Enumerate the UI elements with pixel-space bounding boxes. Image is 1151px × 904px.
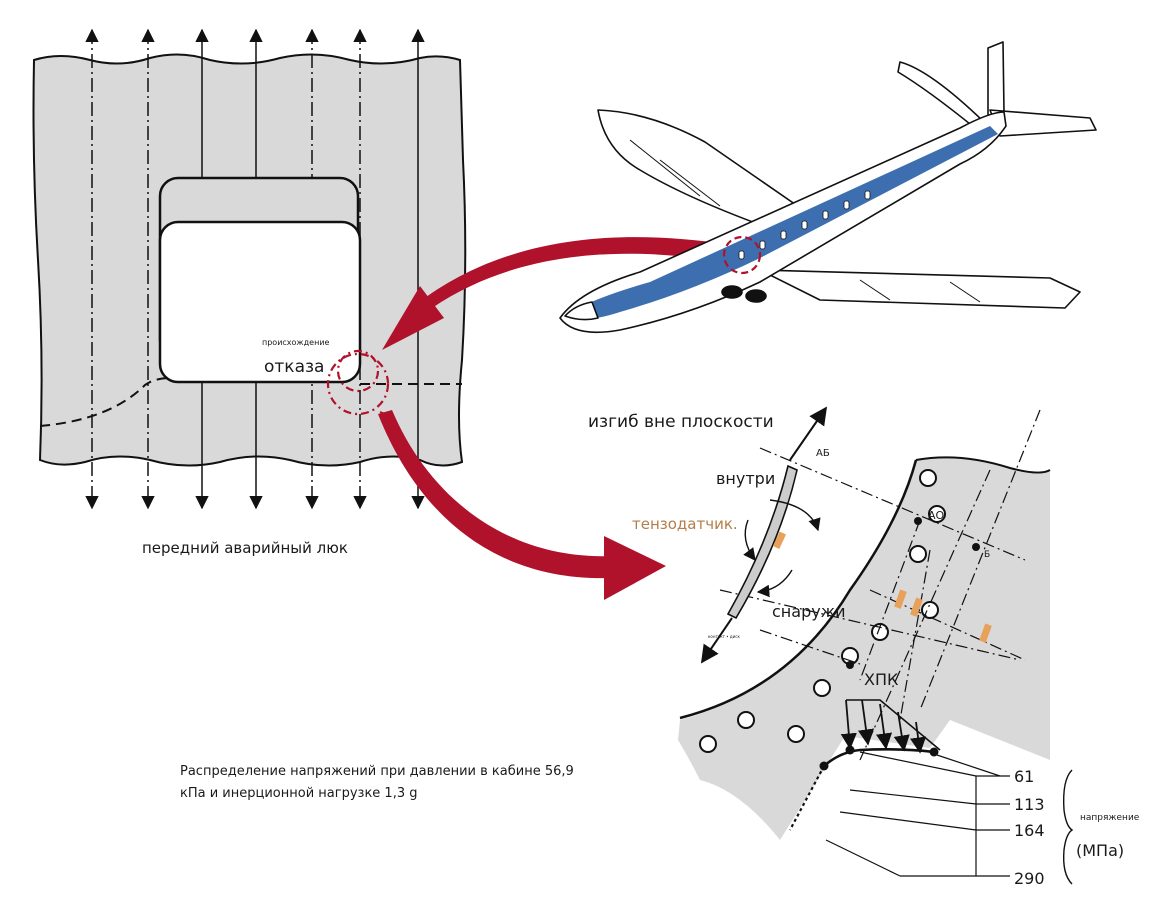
stress-value: 61 xyxy=(1014,767,1034,786)
strain-gauge-label: тензодатчик. xyxy=(632,515,738,533)
stress-arrow xyxy=(840,699,857,750)
outside-label: снаружи xyxy=(772,602,846,621)
inside-label: внутри xyxy=(716,469,775,488)
point-xpk-label: ХПК xyxy=(864,670,899,689)
stress-unit-label: (МПа) xyxy=(1076,841,1124,860)
stress-arrow xyxy=(893,711,910,752)
stress-arrow xyxy=(910,721,927,754)
origin-label: отказа xyxy=(264,357,324,377)
red-arrow-to-detail xyxy=(378,410,666,600)
reference-points xyxy=(846,517,980,669)
bending-arrow-down xyxy=(700,617,733,664)
strain-gauge xyxy=(772,531,787,549)
red-arrow-to-panel xyxy=(382,237,726,350)
left-wing xyxy=(597,109,816,233)
fuselage-windows xyxy=(738,190,871,260)
stress-value: 164 xyxy=(1014,821,1045,840)
caption-line-2: кПа и инерционной нагрузке 1,3 g xyxy=(180,786,418,801)
point-ab-label: АБ xyxy=(816,448,830,459)
stress-value: 290 xyxy=(1014,869,1045,888)
skin-section xyxy=(700,406,828,664)
stress-arrow xyxy=(876,703,893,750)
origin-label-small: происхождение xyxy=(262,338,330,347)
escape-hatch-opening xyxy=(158,220,362,384)
airplane-hatch-marker xyxy=(722,235,762,275)
detail-panel xyxy=(678,456,1051,840)
cockpit-windows xyxy=(564,301,599,321)
engine-intake xyxy=(745,289,767,303)
point-ao-label: АО xyxy=(928,509,945,522)
bending-arrow-up xyxy=(789,406,828,461)
vertical-stabilizer xyxy=(987,41,1005,119)
point-b-label: Б xyxy=(984,550,990,560)
stress-distribution xyxy=(789,699,1074,885)
failure-origin-marker xyxy=(336,349,380,393)
section-lines xyxy=(719,409,1041,761)
hatch-caption: передний аварийный люк xyxy=(142,539,348,557)
airplane xyxy=(559,41,1097,334)
stress-quantity-label: напряжение xyxy=(1080,813,1140,823)
fuselage-stripe xyxy=(570,126,998,320)
strain-gauges-panel xyxy=(894,589,992,643)
stress-value: 113 xyxy=(1014,795,1045,814)
tiny-note: контакт • диск xyxy=(708,634,740,639)
caption-line-1: Распределение напряжений при давлении в … xyxy=(180,764,574,779)
rivet-holes xyxy=(699,469,946,753)
stress-arrow xyxy=(858,699,875,746)
engine-intake xyxy=(721,285,743,299)
right-wing xyxy=(759,269,1081,309)
left-horizontal-tail xyxy=(897,61,985,129)
stress-points xyxy=(819,745,939,771)
stress-curve xyxy=(823,748,935,767)
hatch-edge xyxy=(679,459,918,720)
failure-origin-marker-outer xyxy=(326,352,390,416)
frame-line-left xyxy=(39,377,171,427)
bending-label: изгиб вне плоскости xyxy=(588,412,774,432)
